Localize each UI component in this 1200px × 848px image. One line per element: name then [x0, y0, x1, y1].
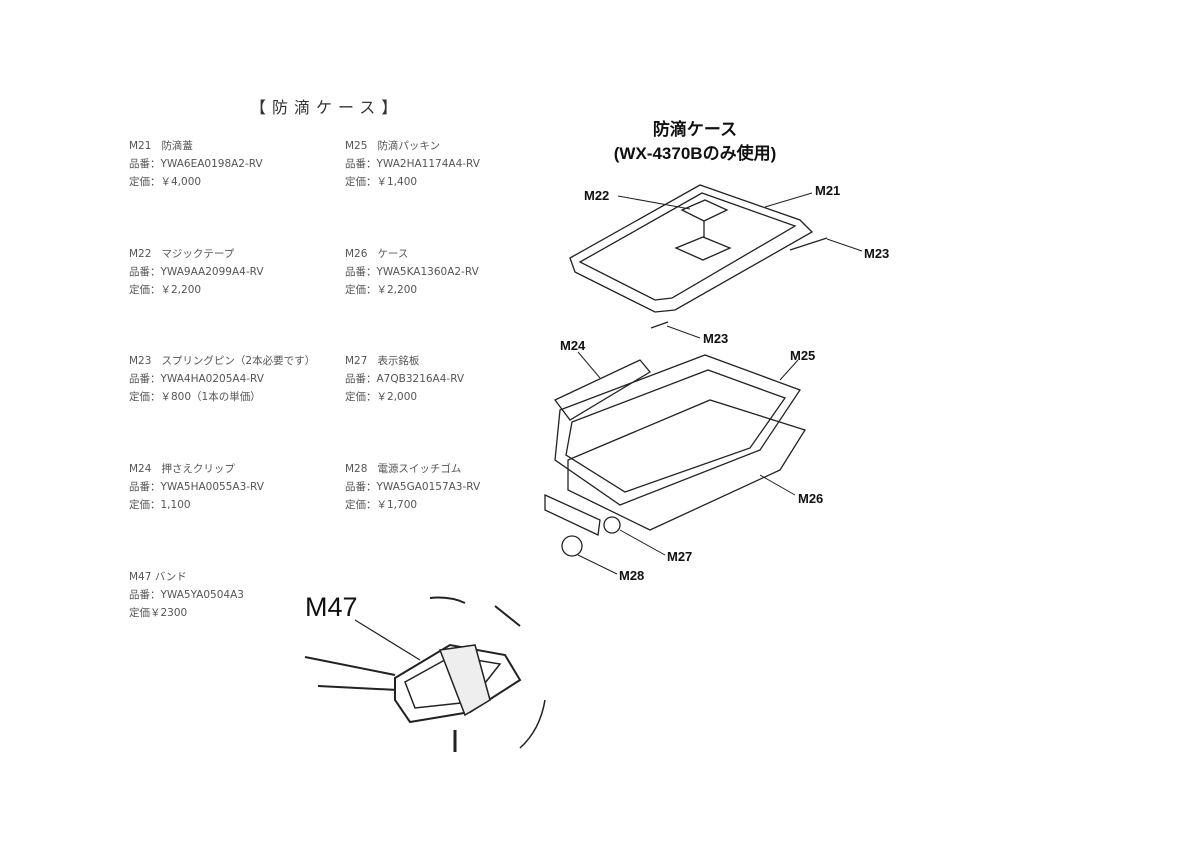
part-name: ケース [377, 248, 409, 260]
label-m25: M25 [790, 348, 816, 363]
part-m26: M26 ケース 品番：YWA5KA1360A2-RV 定価：￥2,200 [345, 245, 479, 299]
part-price: 定価：￥2,200 [129, 284, 202, 296]
part-m25: M25 防滴パッキン 品番：YWA2HA1174A4-RV 定価：￥1,400 [345, 137, 480, 191]
part-name: 防滴パッキン [377, 140, 441, 152]
part-m27: M27 表示銘板 品番：A7QB3216A4-RV 定価：￥2,000 [345, 352, 464, 406]
part-name: バンド [154, 571, 187, 583]
part-m47: M47 バンド 品番：YWA5YA0504A3 定価￥2300 [129, 568, 244, 622]
part-price: 定価：1,100 [129, 499, 191, 511]
part-code: M47 [129, 571, 152, 583]
diagram-title-line1: 防滴ケース [652, 120, 738, 139]
part-code: M21 [129, 140, 152, 152]
leader-lines [577, 192, 863, 575]
part-name: スプリングピン（2本必要です） [161, 355, 316, 367]
part-code: M26 [345, 248, 368, 260]
part-name: マジックテープ [161, 248, 235, 260]
label-m23-top: M23 [864, 246, 890, 261]
part-code: M23 [129, 355, 152, 367]
part-number: 品番：YWA2HA1174A4-RV [345, 158, 480, 170]
part-number: 品番：YWA5HA0055A3-RV [129, 481, 264, 493]
part-m21: M21 防滴蓋 品番：YWA6EA0198A2-RV 定価：￥4,000 [129, 137, 263, 191]
part-number: 品番：YWA4HA0205A4-RV [129, 373, 264, 385]
part-m24: M24 押さえクリップ 品番：YWA5HA0055A3-RV 定価：1,100 [129, 460, 264, 514]
part-code: M24 [129, 463, 152, 475]
part-code: M28 [345, 463, 368, 475]
part-number: 品番：YWA5GA0157A3-RV [345, 481, 481, 493]
lid-drawing [569, 184, 828, 329]
label-m23-bottom: M23 [703, 331, 729, 346]
diagram-title-line2: (WX-4370Bのみ使用) [613, 144, 777, 163]
part-price: 定価：￥2,200 [345, 284, 418, 296]
part-price: 定価：￥800（1本の単価） [129, 391, 261, 403]
part-m22: M22 マジックテープ 品番：YWA9AA2099A4-RV 定価：￥2,200 [129, 245, 264, 299]
part-name: 押さえクリップ [161, 463, 235, 475]
part-price: 定価：￥1,400 [345, 176, 418, 188]
part-number: 品番：A7QB3216A4-RV [345, 373, 465, 385]
part-number: 品番：YWA6EA0198A2-RV [129, 158, 263, 170]
diagram-title: 防滴ケース (WX-4370Bのみ使用) [560, 118, 830, 166]
part-name: 防滴蓋 [161, 140, 193, 152]
label-m28: M28 [619, 568, 645, 583]
part-code: M22 [129, 248, 152, 260]
label-m26: M26 [798, 491, 824, 506]
band-label-m47: M47 [305, 592, 358, 622]
label-m24: M24 [560, 338, 586, 353]
part-code: M27 [345, 355, 368, 367]
part-m28: M28 電源スイッチゴム 品番：YWA5GA0157A3-RV 定価：￥1,70… [345, 460, 480, 514]
part-number: 品番：YWA5YA0504A3 [129, 589, 244, 601]
part-price: 定価：￥4,000 [129, 176, 202, 188]
part-price: 定価￥2300 [129, 607, 188, 619]
case-drawing [544, 354, 806, 557]
part-number: 品番：YWA5KA1360A2-RV [345, 266, 479, 278]
page-title: 【防滴ケース】 [250, 98, 404, 117]
part-number: 品番：YWA9AA2099A4-RV [129, 266, 264, 278]
label-m27: M27 [667, 549, 693, 564]
part-name: 表示銘板 [377, 355, 420, 367]
label-m21: M21 [815, 183, 841, 198]
part-m23: M23 スプリングピン（2本必要です） 品番：YWA4HA0205A4-RV 定… [129, 352, 315, 406]
part-code: M25 [345, 140, 368, 152]
part-price: 定価：￥1,700 [345, 499, 418, 511]
part-price: 定価：￥2,000 [345, 391, 418, 403]
label-m22: M22 [584, 188, 610, 203]
part-name: 電源スイッチゴム [377, 463, 462, 475]
